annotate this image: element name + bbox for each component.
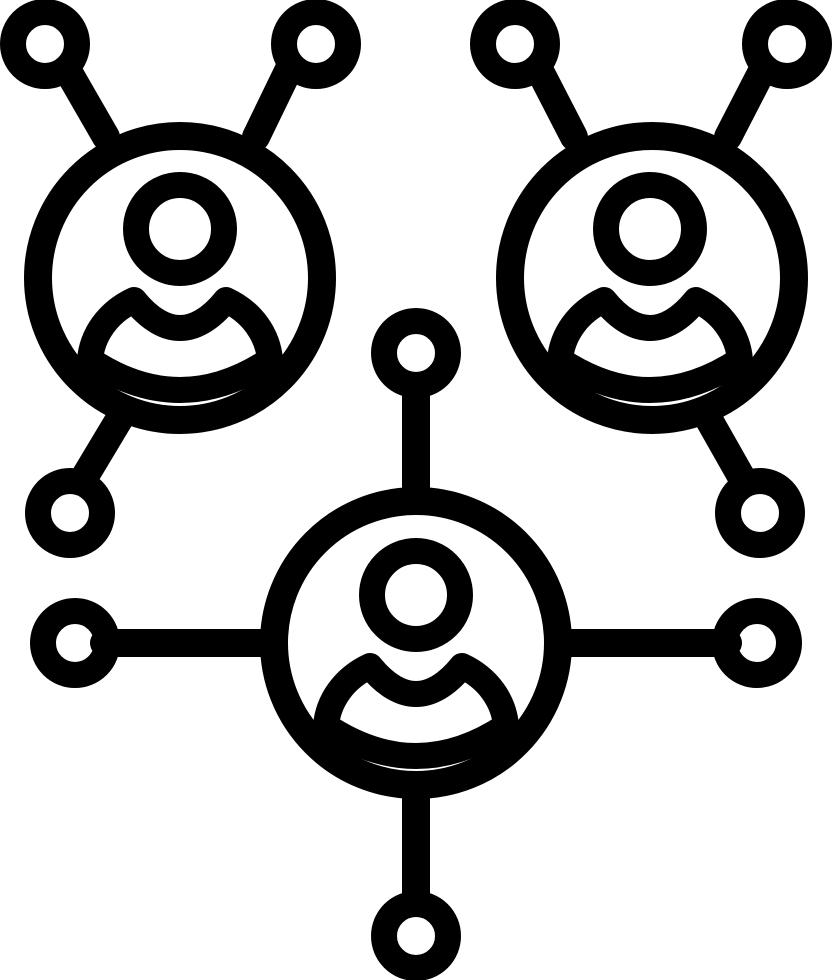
connector-line <box>54 57 120 151</box>
satellite-node <box>371 308 461 398</box>
satellite-node <box>712 598 802 688</box>
avatar-head <box>123 172 237 286</box>
satellite-node <box>25 468 115 558</box>
satellite-node <box>0 0 90 89</box>
hub-circle <box>24 122 336 434</box>
avatar-body <box>547 287 753 403</box>
user-avatar-icon <box>547 172 753 403</box>
avatar-head <box>593 172 707 286</box>
satellite-node <box>30 598 120 688</box>
hub-circle <box>260 487 572 799</box>
avatar-body <box>77 287 283 403</box>
connector-line <box>694 404 756 492</box>
user-node-top-right <box>470 0 832 558</box>
satellite-node <box>470 0 560 89</box>
avatar-head <box>359 538 473 652</box>
user-avatar-icon <box>313 538 519 769</box>
connector-line <box>70 404 134 492</box>
avatar-body <box>313 653 519 769</box>
satellite-node <box>715 468 805 558</box>
satellite-node <box>742 0 832 89</box>
connector-line <box>714 57 776 151</box>
user-node-top-left <box>0 0 361 558</box>
user-node-bottom-center <box>30 308 802 980</box>
user-avatar-icon <box>77 172 283 403</box>
satellite-node <box>271 0 361 89</box>
hub-circle <box>496 122 808 434</box>
connector-line <box>242 57 302 151</box>
satellite-node <box>371 891 461 980</box>
connector-line <box>526 57 588 151</box>
